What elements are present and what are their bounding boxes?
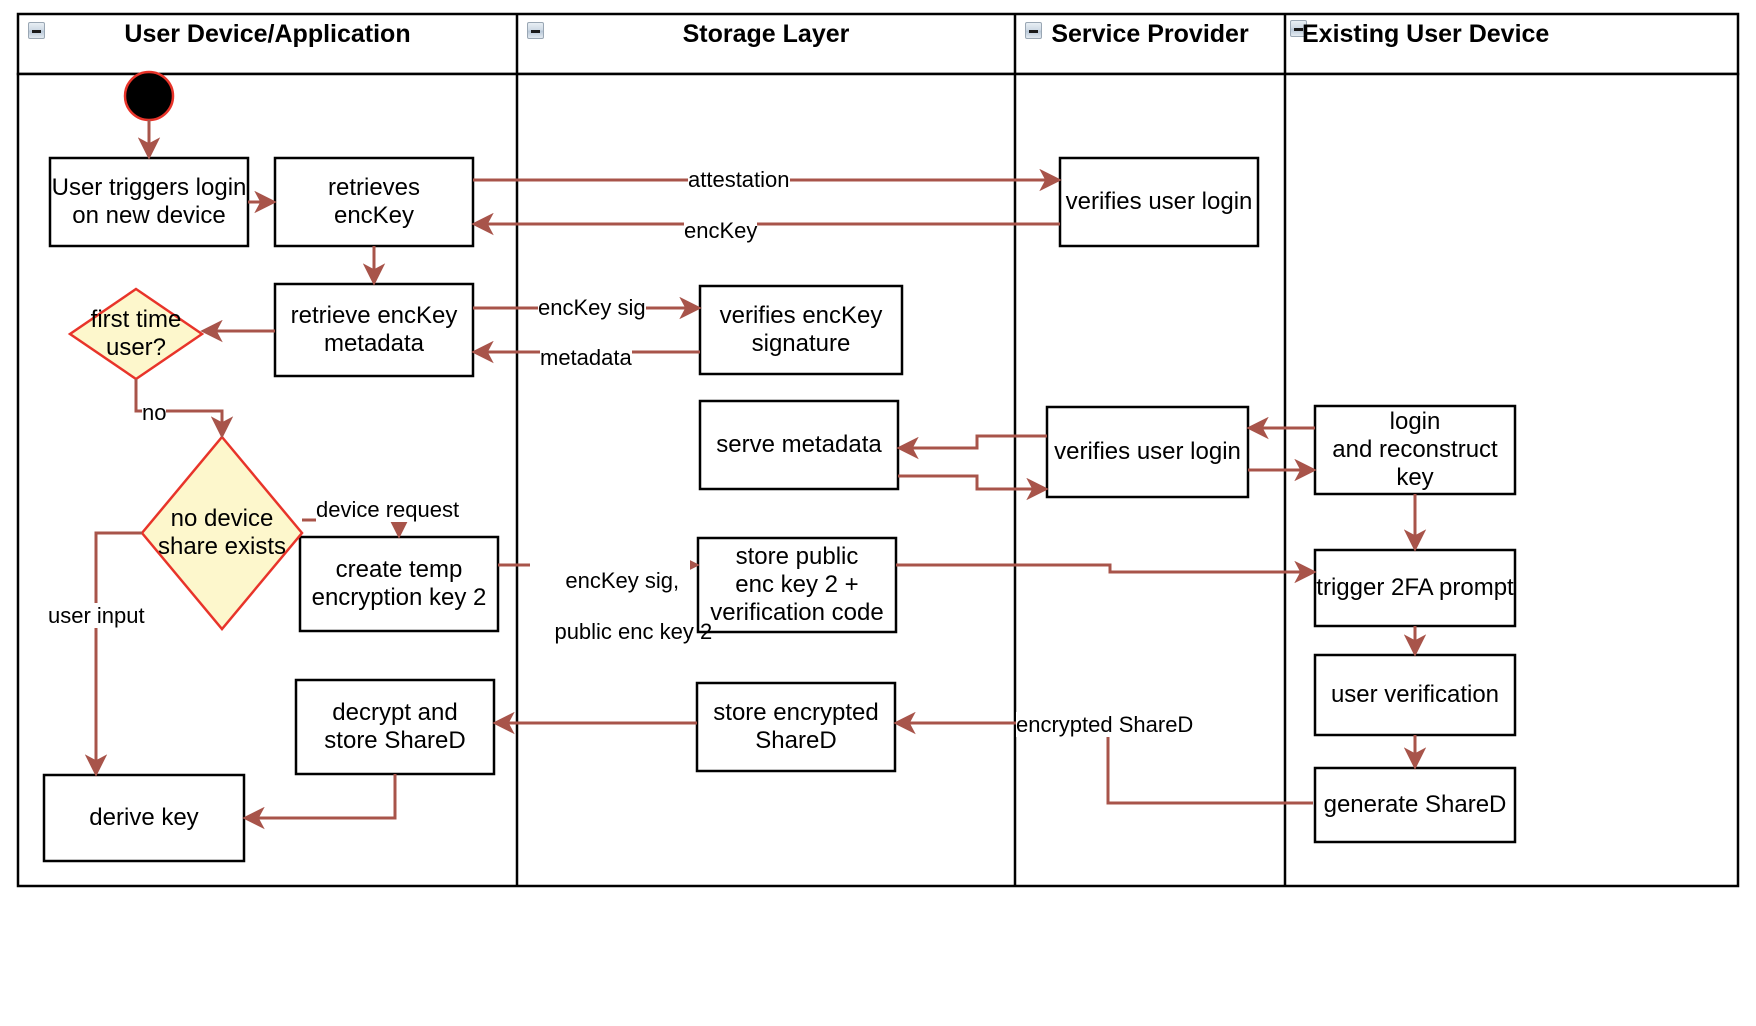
edge-label-enckey: encKey xyxy=(684,218,758,244)
edge-label-device-request: device request xyxy=(316,497,460,523)
node-serve-metadata xyxy=(698,399,900,491)
collapse-icon-existing-device[interactable] xyxy=(1290,20,1307,37)
edge-label-metadata: metadata xyxy=(540,345,632,371)
node-verifies-user-login-1 xyxy=(1058,156,1260,248)
lane-title-existing-device: Existing User Device xyxy=(1302,20,1550,48)
node-decrypt-and-store-shared xyxy=(294,678,496,776)
node-retrieve-enckey-metadata xyxy=(273,282,475,378)
node-user-verification xyxy=(1313,653,1517,737)
node-trigger-2fa-prompt xyxy=(1313,548,1517,628)
node-create-temp-encryption-key-2 xyxy=(298,535,500,633)
lane-title-service-provider: Service Provider xyxy=(1051,20,1249,48)
edge-sp-to-serve xyxy=(896,434,1047,460)
lane-title-user-device: User Device/Application xyxy=(124,20,411,48)
edge-encrypted-shared xyxy=(893,711,1313,805)
node-verifies-enckey-signature xyxy=(698,284,904,376)
node-store-encrypted-shared xyxy=(695,681,897,773)
edge-user-input xyxy=(84,531,142,777)
edge-label-enckey-sig: encKey sig xyxy=(538,295,646,321)
node-derive-key xyxy=(42,773,246,863)
text-line: encKey sig, xyxy=(565,568,680,594)
node-no-device-share-exists xyxy=(140,435,304,631)
edge-serve-to-sp xyxy=(898,474,1049,501)
edge-no xyxy=(134,379,234,439)
edge-decrypt-to-derive xyxy=(242,774,397,830)
collapse-icon-storage[interactable] xyxy=(527,22,544,39)
node-generate-shared xyxy=(1313,766,1517,844)
edge-label-encrypted-shared: encrypted ShareD xyxy=(1016,712,1194,738)
node-verifies-user-login-2 xyxy=(1045,405,1250,499)
node-retrieves-enckey xyxy=(273,156,475,248)
edge-store-to-2fa xyxy=(896,560,1317,584)
node-store-public-enc-key-2 xyxy=(696,536,898,634)
edge-label-user-input: user input xyxy=(48,603,145,629)
edge-label-attestation: attestation xyxy=(688,167,790,193)
edge-label-enckeysig-pubkey: encKey sig, public enc key 2 xyxy=(530,543,712,670)
edge-label-no: no xyxy=(142,400,167,426)
collapse-icon-user-device[interactable] xyxy=(28,22,45,39)
node-shapes xyxy=(42,70,1517,863)
node-start xyxy=(123,70,175,122)
lane-title-storage: Storage Layer xyxy=(682,20,850,48)
node-login-and-reconstruct-key xyxy=(1313,404,1517,496)
node-user-triggers-login xyxy=(48,156,250,248)
text-line: public enc key 2 xyxy=(554,618,713,644)
collapse-icon-service-provider[interactable] xyxy=(1025,22,1042,39)
